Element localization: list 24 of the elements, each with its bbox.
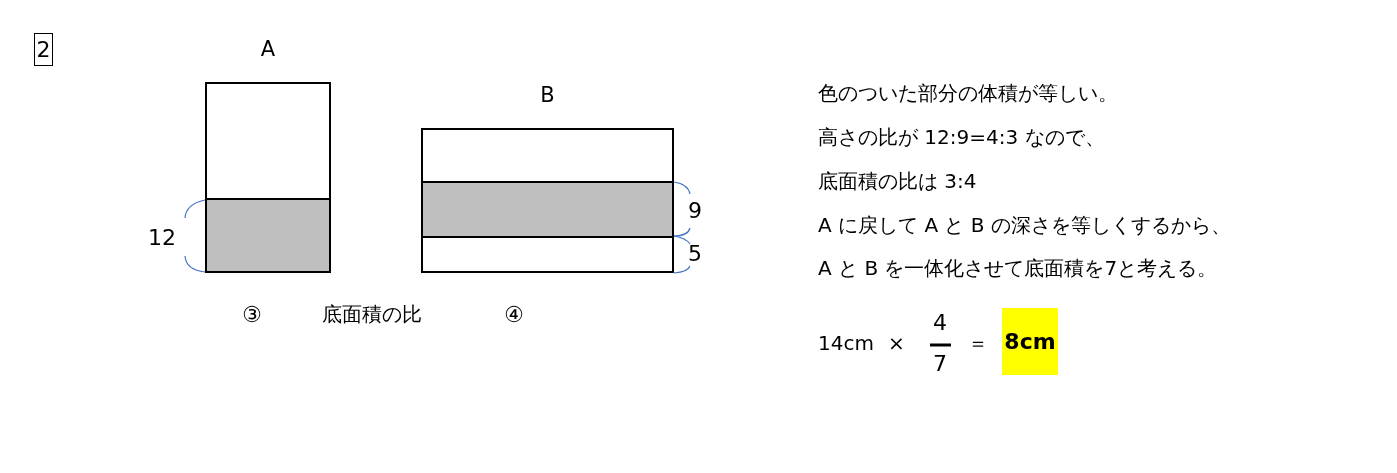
dimension-label: 5 — [688, 240, 702, 268]
water-layer — [423, 181, 672, 236]
water-layer — [207, 198, 329, 271]
fraction-numerator: 4 — [933, 309, 947, 337]
dimension-label: 12 — [148, 224, 176, 252]
equation-text: 14cm — [818, 331, 874, 356]
answer-highlight: 8cm — [1002, 308, 1058, 375]
container-label: B — [540, 82, 555, 109]
explanation-text: A に戻して A と B の深さを等しくするから、 — [818, 213, 1231, 238]
multiply-sign: × — [888, 331, 905, 356]
equals-sign: ＝ — [968, 331, 988, 356]
explanation-text: A と B を一体化させて底面積を7と考える。 — [818, 256, 1218, 281]
fraction-denominator: 7 — [933, 350, 947, 378]
explanation-text: 高さの比が 12:9=4:3 なので、 — [818, 125, 1105, 150]
container-rect — [421, 128, 674, 273]
explanation-text: 色のついた部分の体積が等しい。 — [818, 81, 1118, 106]
problem-number: 2 — [34, 33, 53, 66]
ratio-number: ③ — [242, 301, 262, 329]
container-rect — [205, 82, 331, 273]
dimension-label: 9 — [688, 197, 702, 225]
explanation-text: 底面積の比は 3:4 — [818, 169, 977, 194]
container-label: A — [260, 36, 276, 63]
ratio-number: ④ — [504, 301, 524, 329]
caption-text: 底面積の比 — [322, 302, 422, 327]
